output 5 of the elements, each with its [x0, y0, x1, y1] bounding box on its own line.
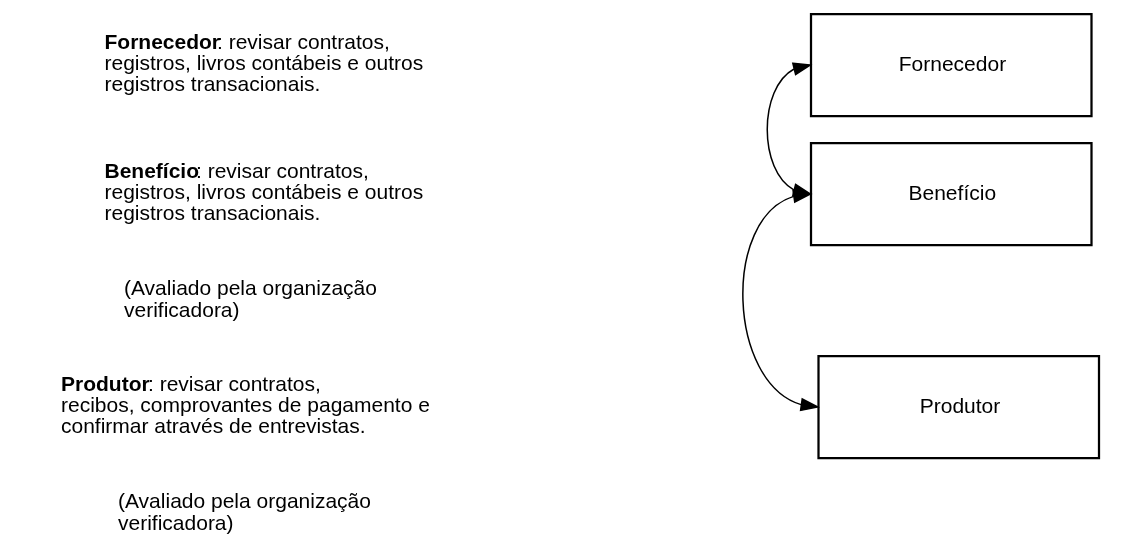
label: Produtor: revisar contratos, recibos, comprovantes de pagamento e confirmar através de entrevistas. [60, 371, 430, 437]
label: (Avaliado pela organização verificadora) [117, 488, 371, 535]
label: (Avaliado pela organização verificadora) [123, 275, 377, 322]
label: Benefício: revisar contratos, registros, livros contábeis e outros registros transacionais. [104, 158, 423, 224]
label: Fornecedor: revisar contratos, registros, livros contábeis e outros registros transacionais. [104, 29, 423, 95]
